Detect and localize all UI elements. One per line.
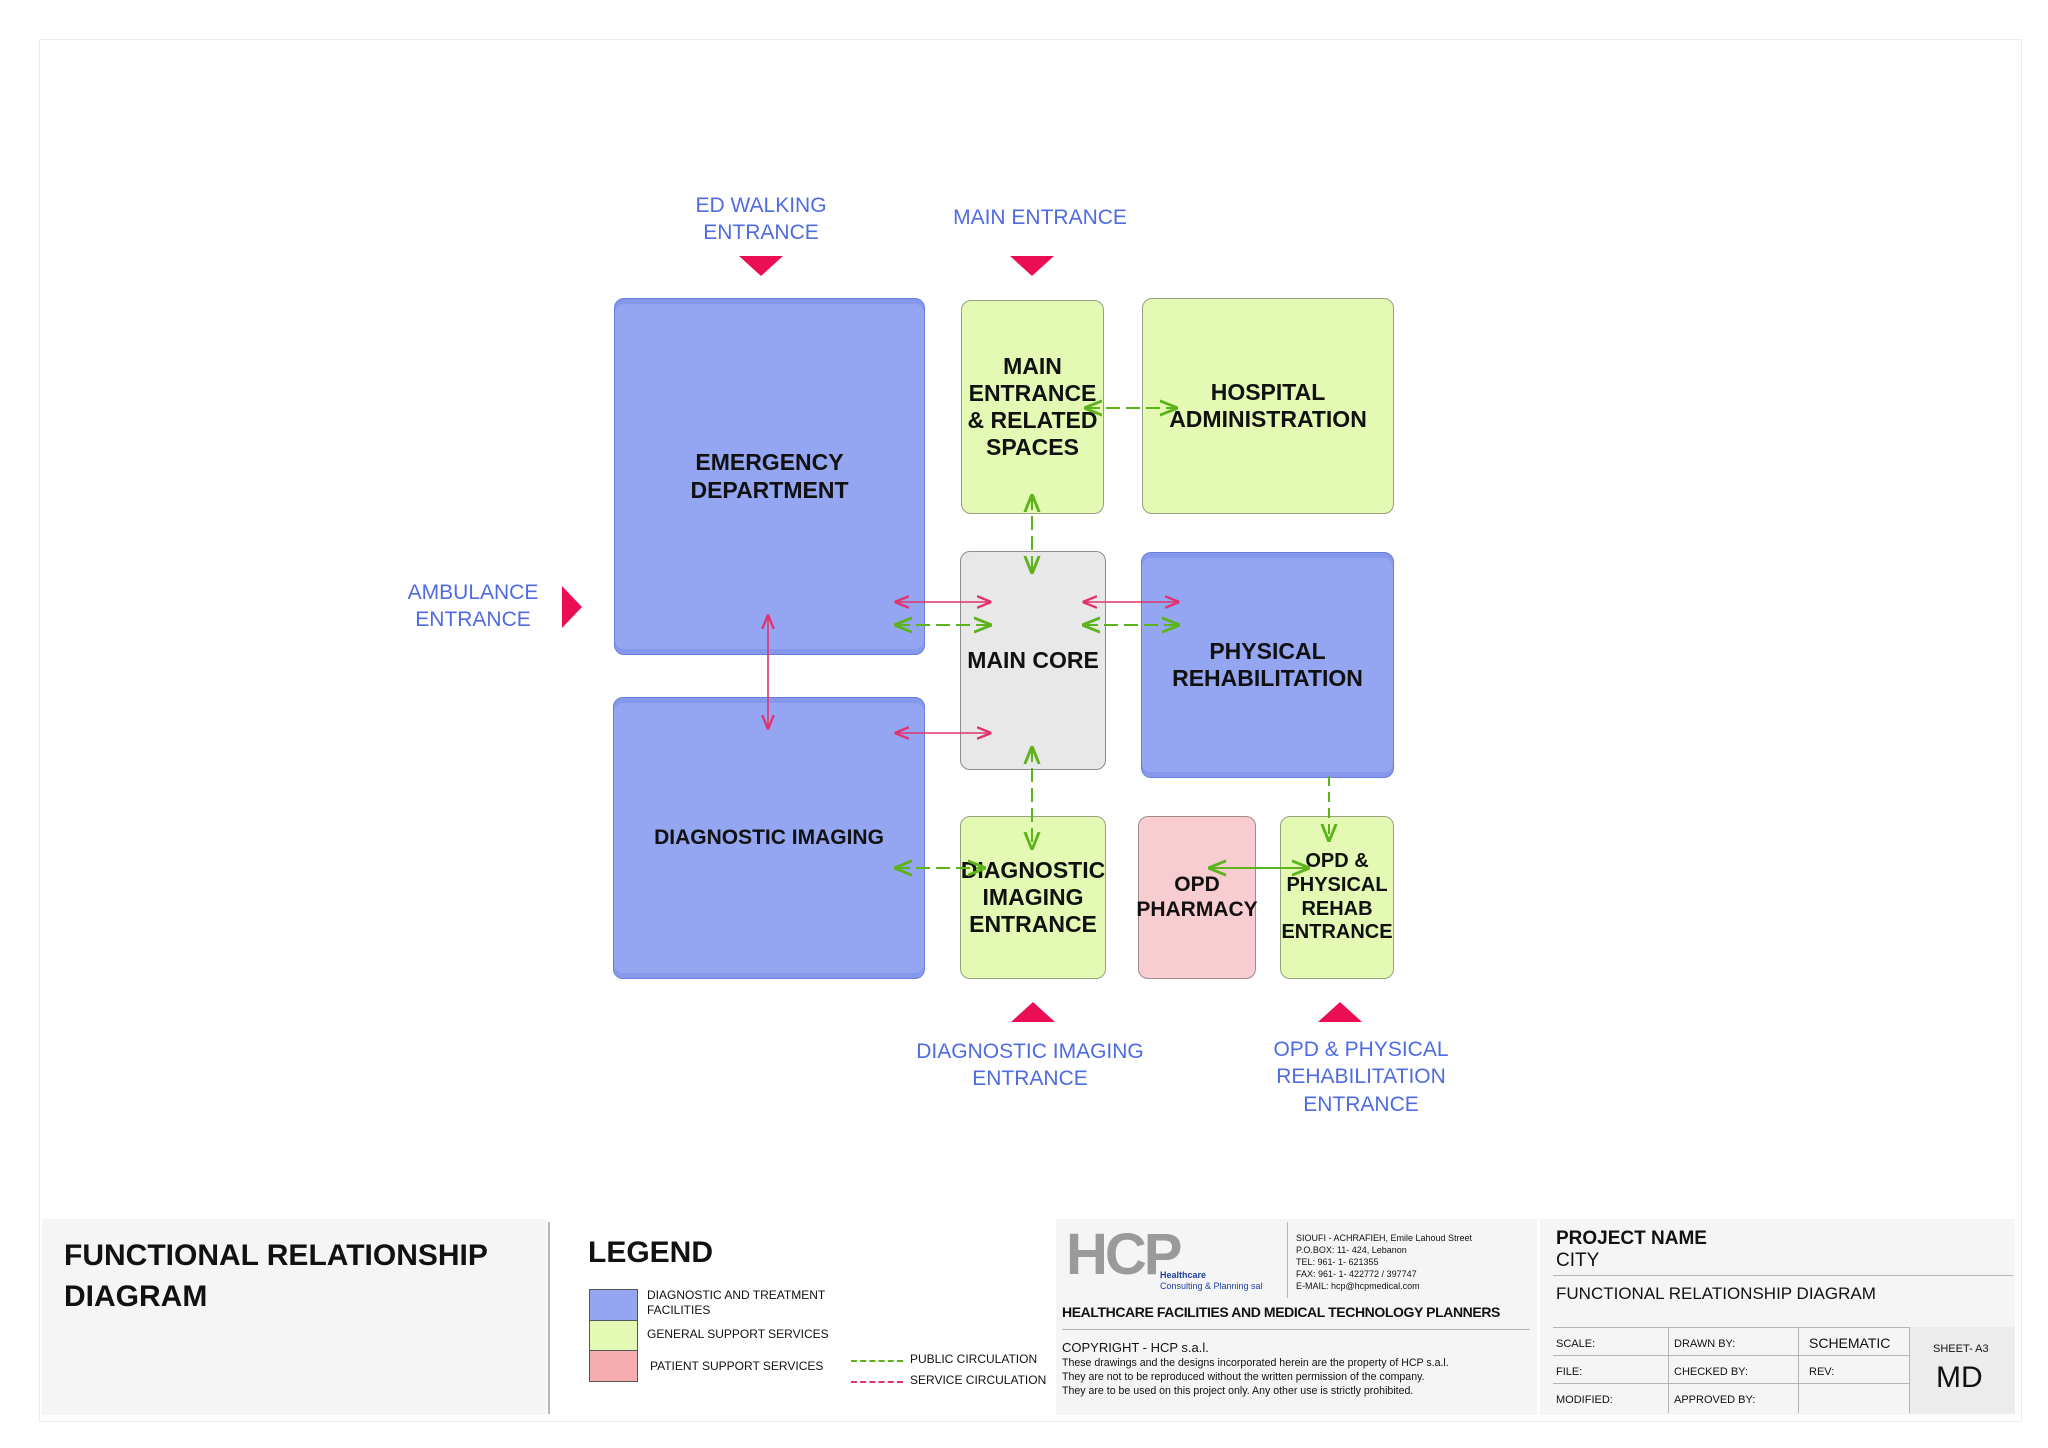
- grid-v3: [1909, 1327, 1910, 1413]
- approved-by-label: APPROVED BY:: [1674, 1394, 1756, 1406]
- legend-title: LEGEND: [588, 1236, 714, 1269]
- copyright-title: COPYRIGHT - HCP s.a.l.: [1062, 1340, 1209, 1355]
- opd-rehab-entrance-marker: [1318, 1002, 1362, 1022]
- ambulance-entrance-marker: [562, 586, 582, 628]
- company-tagline-underline: [1062, 1329, 1530, 1330]
- sheet-frame: [39, 39, 2022, 1422]
- rev-label: REV:: [1809, 1366, 1835, 1378]
- hcp-logo-sub2: Consulting & Planning sal: [1160, 1281, 1263, 1291]
- hcp-logo-sub1: Healthcare: [1160, 1270, 1207, 1280]
- legend-text-patient: PATIENT SUPPORT SERVICES: [650, 1359, 824, 1373]
- legend-text-public: PUBLIC CIRCULATION: [910, 1352, 1038, 1366]
- ed-walking-entrance-label: ED WALKING ENTRANCE: [695, 194, 827, 245]
- legend-line-public: [851, 1360, 903, 1362]
- checked-by-label: CHECKED BY:: [1674, 1366, 1748, 1378]
- company-tagline: HEALTHCARE FACILITIES AND MEDICAL TECHNO…: [1062, 1304, 1500, 1320]
- project-name-value: CITY: [1556, 1250, 1600, 1271]
- diagnostic-imaging-entrance-marker: [1011, 1002, 1055, 1022]
- company-panel: [1056, 1219, 1537, 1415]
- main-core-label: MAIN CORE: [967, 646, 1099, 673]
- main-entrance-marker: [1010, 256, 1054, 276]
- ed-walking-entrance-marker: [739, 256, 783, 276]
- opd-rehab-entrance-box: OPD & PHYSICAL REHAB ENTRANCE: [1280, 816, 1394, 979]
- grid-v2: [1798, 1327, 1799, 1413]
- title-panel: [42, 1219, 547, 1415]
- legend-text-general: GENERAL SUPPORT SERVICES: [647, 1327, 829, 1341]
- main-entrance-label: MAIN ENTRANCE & RELATED SPACES: [967, 352, 1098, 461]
- scale-label: SCALE:: [1556, 1338, 1596, 1350]
- grid-h2: [1553, 1355, 1909, 1356]
- opd-rehab-entrance-text: OPD & PHYSICAL REHABILITATION ENTRANCE: [1273, 1038, 1449, 1116]
- emergency-department-label: EMERGENCY DEPARTMENT: [690, 449, 849, 503]
- diagnostic-imaging-box: DIAGNOSTIC IMAGING: [613, 697, 925, 979]
- copyright-text: These drawings and the designs incorpora…: [1062, 1357, 1449, 1397]
- grid-v1: [1668, 1327, 1669, 1413]
- hospital-administration-box: HOSPITAL ADMINISTRATION: [1142, 298, 1394, 514]
- legend-line-service: [851, 1381, 903, 1383]
- legend-text-diagnostic: DIAGNOSTIC AND TREATMENT FACILITIES: [647, 1288, 826, 1317]
- drawn-by-label: DRAWN BY:: [1674, 1338, 1736, 1350]
- title-divider: [548, 1222, 550, 1414]
- schematic-value: SCHEMATIC: [1809, 1335, 1891, 1351]
- ambulance-entrance-label: AMBULANCE ENTRANCE: [407, 581, 539, 632]
- company-address-divider: [1287, 1222, 1288, 1298]
- company-address: SIOUFI - ACHRAFIEH, Emile Lahoud Street …: [1296, 1233, 1473, 1291]
- project-name-label: PROJECT NAME: [1556, 1228, 1707, 1249]
- physical-rehabilitation-label: PHYSICAL REHABILITATION: [1172, 637, 1363, 691]
- project-name-underline: [1553, 1275, 2013, 1276]
- diagnostic-imaging-label: DIAGNOSTIC IMAGING: [654, 825, 884, 849]
- hospital-administration-label: HOSPITAL ADMINISTRATION: [1169, 378, 1367, 432]
- hcp-logo: HCP Healthcare Consulting & Planning sal: [1066, 1222, 1290, 1293]
- hcp-logo-mark: HCP: [1066, 1222, 1182, 1287]
- main-entrance-label-top: MAIN ENTRANCE: [953, 206, 1127, 229]
- legend-swatch-patient: [589, 1350, 638, 1382]
- diagnostic-imaging-entrance-text: DIAGNOSTIC IMAGING ENTRANCE: [916, 1040, 1144, 1091]
- md-label: MD: [1936, 1361, 1983, 1394]
- legend-swatch-diagnostic: [589, 1289, 638, 1321]
- grid-h3: [1553, 1383, 1909, 1384]
- grid-h1: [1553, 1327, 1909, 1328]
- opd-pharmacy-box: OPD PHARMACY: [1136, 816, 1258, 979]
- sheet-label: SHEET- A3: [1933, 1343, 1989, 1355]
- modified-label: MODIFIED:: [1556, 1394, 1613, 1406]
- legend-swatch-general: [589, 1320, 638, 1351]
- file-label: FILE:: [1556, 1366, 1583, 1378]
- physical-rehabilitation-box: PHYSICAL REHABILITATION: [1141, 552, 1394, 778]
- opd-rehab-entrance-label: OPD & PHYSICAL REHAB ENTRANCE: [1281, 850, 1393, 944]
- sheet-box: [1910, 1327, 2015, 1413]
- legend-text-service: SERVICE CIRCULATION: [910, 1373, 1047, 1387]
- drawing-title: FUNCTIONAL RELATIONSHIP DIAGRAM: [64, 1239, 488, 1313]
- drawing-name: FUNCTIONAL RELATIONSHIP DIAGRAM: [1556, 1284, 1876, 1303]
- opd-pharmacy-label: OPD PHARMACY: [1136, 872, 1258, 921]
